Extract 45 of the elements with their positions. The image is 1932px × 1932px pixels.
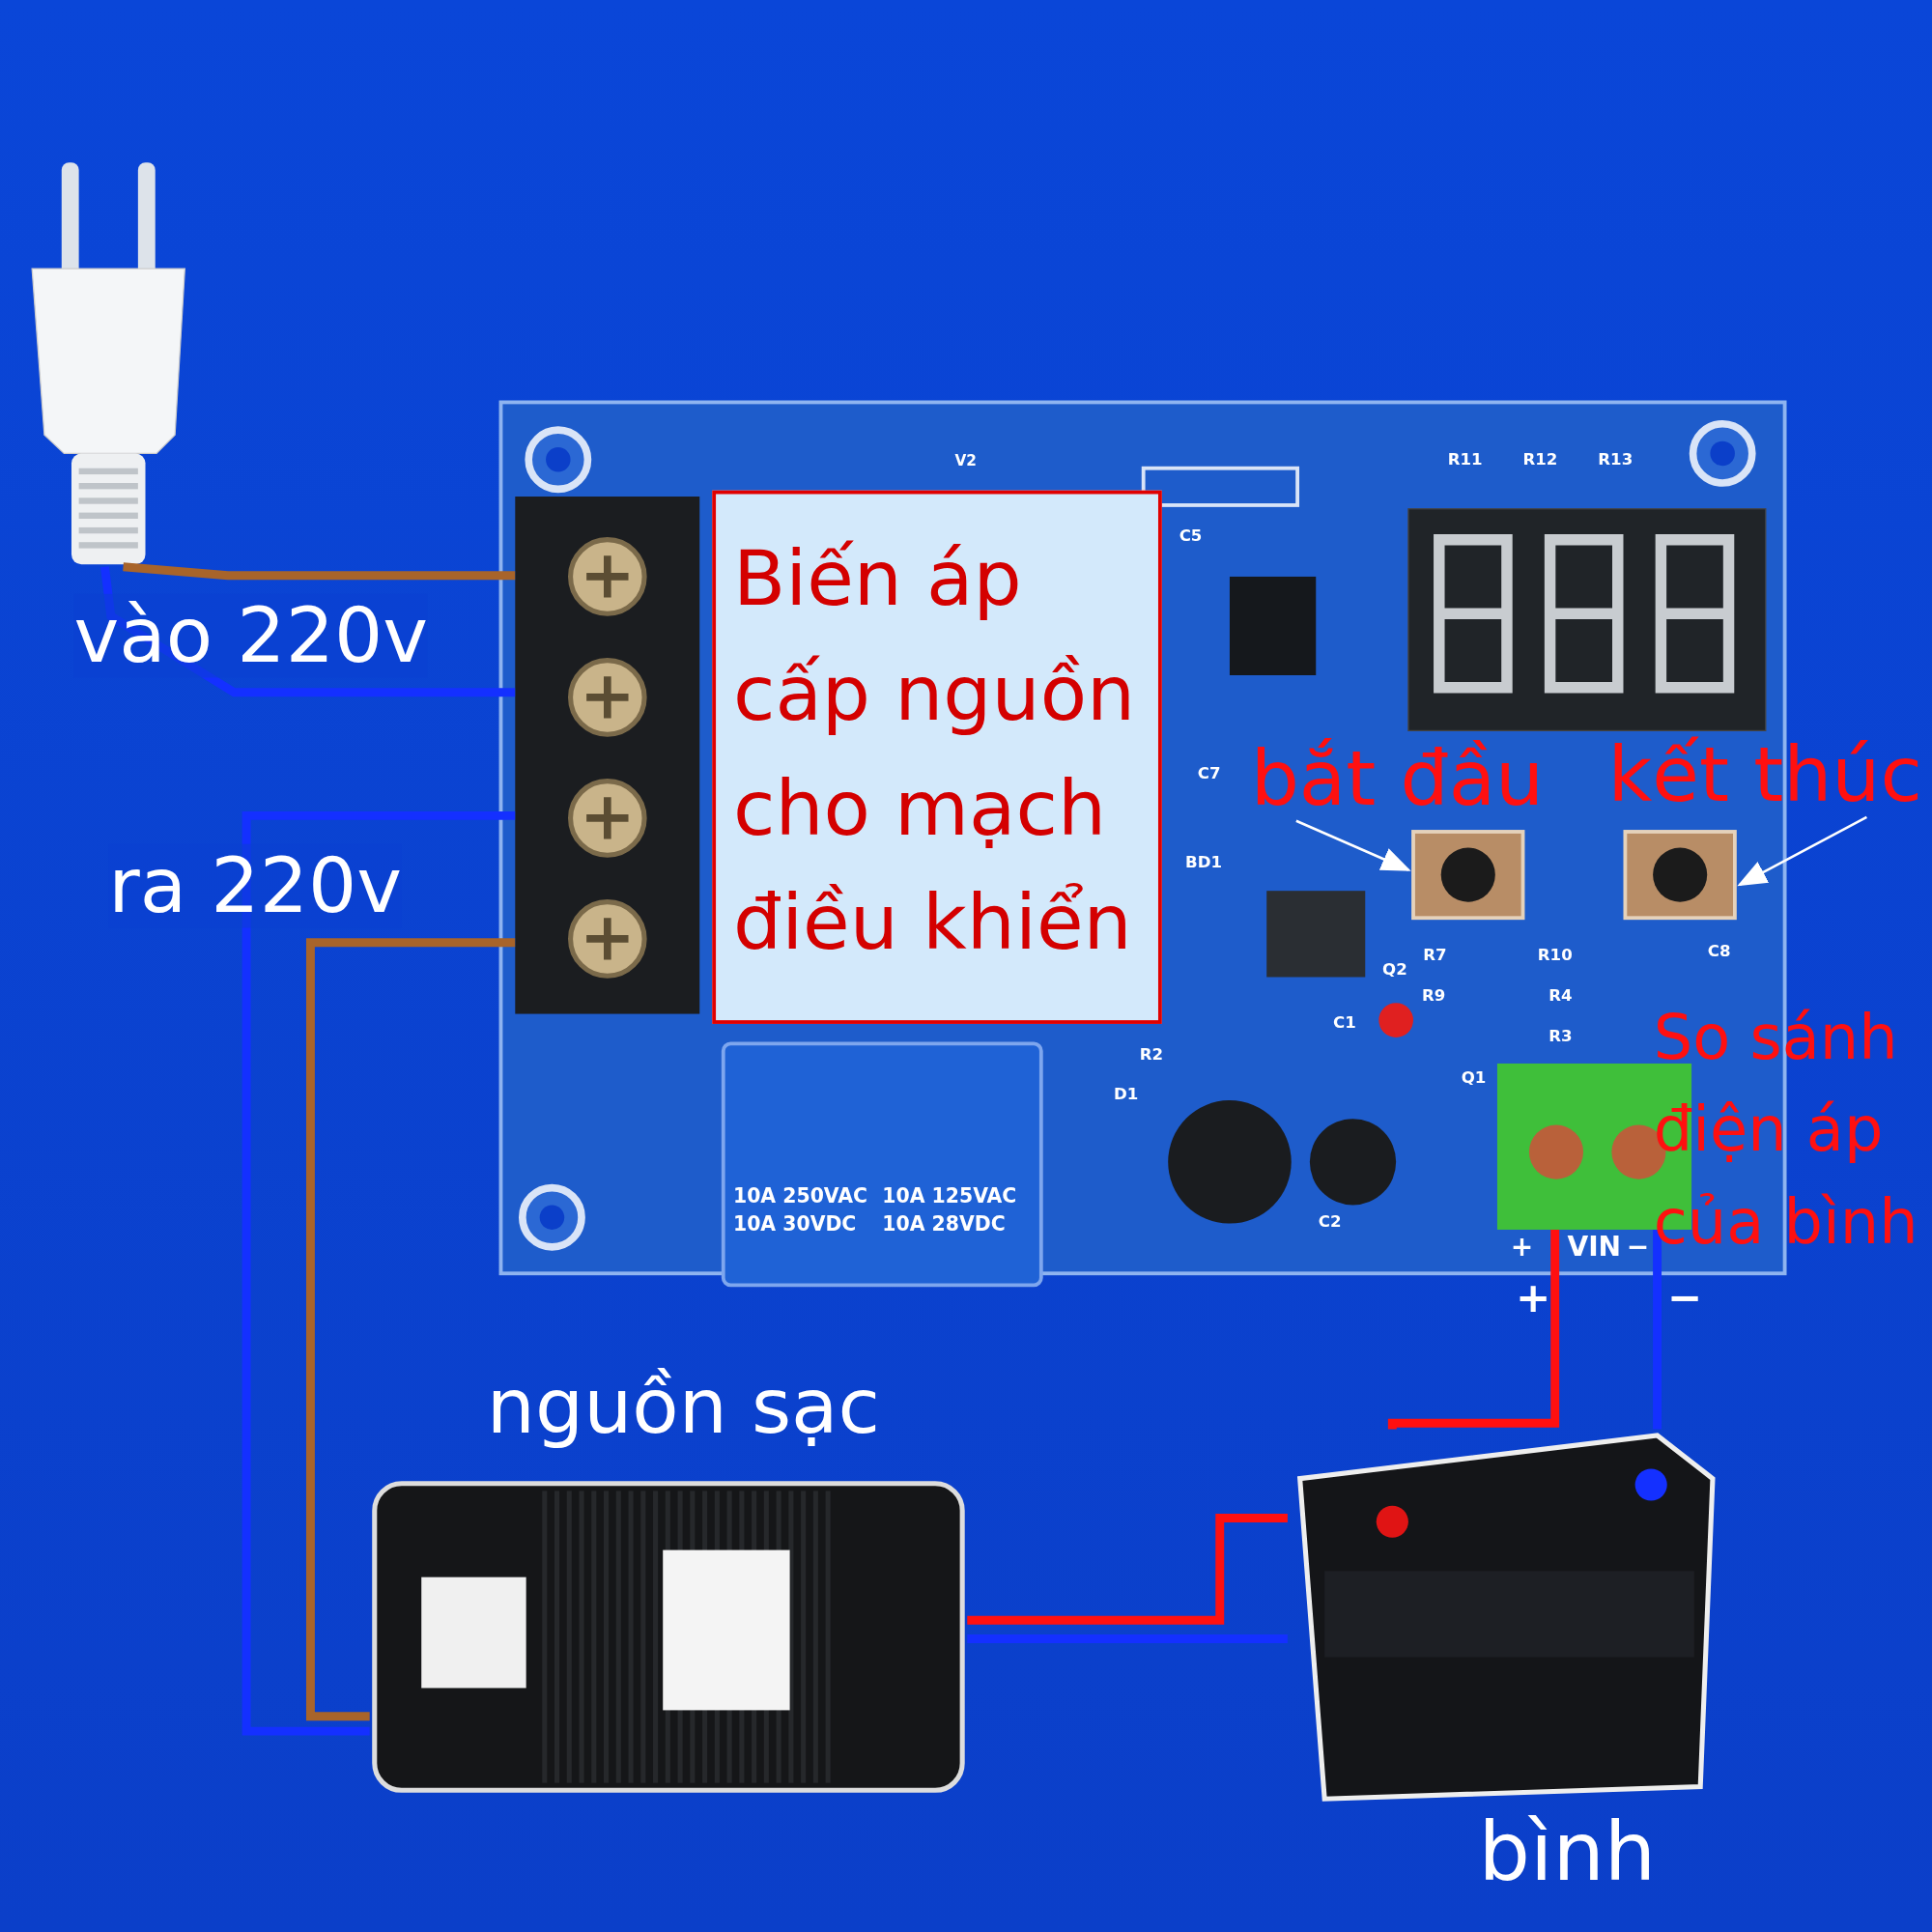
- component-designator: R13: [1598, 450, 1634, 469]
- button-label: kết thúc: [1607, 732, 1922, 817]
- wire: [1387, 1229, 1560, 1430]
- component-designator: Q1: [1461, 1069, 1487, 1088]
- component-designator: C5: [1179, 526, 1203, 546]
- button-label: bắt đầu: [1250, 736, 1545, 821]
- polarity-mark: +: [1510, 1232, 1534, 1263]
- component-designator: Q2: [1382, 960, 1407, 980]
- component-designator: R2: [1139, 1045, 1164, 1065]
- rating-text: 10A 250VAC: [732, 1185, 867, 1208]
- polarity-mark: −: [1626, 1232, 1650, 1263]
- component-designator: R9: [1421, 986, 1446, 1005]
- polarity-mark: VIN: [1567, 1232, 1622, 1263]
- component-designator: R12: [1522, 450, 1558, 469]
- rating-text: 10A 28VDC: [882, 1213, 1006, 1236]
- wire: [967, 1513, 1288, 1625]
- component-designator: C2: [1318, 1213, 1342, 1232]
- battery-caption: bình: [1478, 1804, 1657, 1900]
- leader-arrow: [1737, 815, 1867, 887]
- component-designator: R4: [1548, 986, 1573, 1005]
- leader-arrow: [1295, 819, 1411, 871]
- component-designator: R11: [1447, 450, 1483, 469]
- wire: [305, 938, 516, 1721]
- wire: [100, 566, 516, 697]
- component-designator: C7: [1197, 765, 1221, 783]
- component-designator: V2: [954, 453, 977, 470]
- polarity-mark: −: [1666, 1275, 1703, 1321]
- wire: [967, 1634, 1288, 1643]
- component-designator: C8: [1707, 942, 1731, 960]
- rating-text: 10A 125VAC: [882, 1185, 1017, 1208]
- wire: [242, 810, 516, 1736]
- component-designator: R10: [1537, 946, 1573, 964]
- component-designator: R7: [1423, 946, 1447, 964]
- wire: [1653, 1229, 1662, 1430]
- component-designator: R3: [1548, 1027, 1573, 1045]
- wire: [123, 562, 516, 581]
- transformer-label-box: Biến áp cấp nguồn cho mạch điều khiển: [712, 490, 1162, 1024]
- terminal-block-drawing: [515, 497, 700, 1014]
- rating-text: 10A 30VDC: [732, 1213, 857, 1236]
- wire-label: vào 220v: [73, 593, 429, 678]
- component-designator: BD1: [1185, 853, 1222, 872]
- component-designator: C1: [1333, 1013, 1356, 1032]
- polarity-mark: +: [1515, 1275, 1551, 1321]
- charger-heading: nguồn sạc: [486, 1361, 881, 1452]
- component-designator: D1: [1114, 1085, 1139, 1103]
